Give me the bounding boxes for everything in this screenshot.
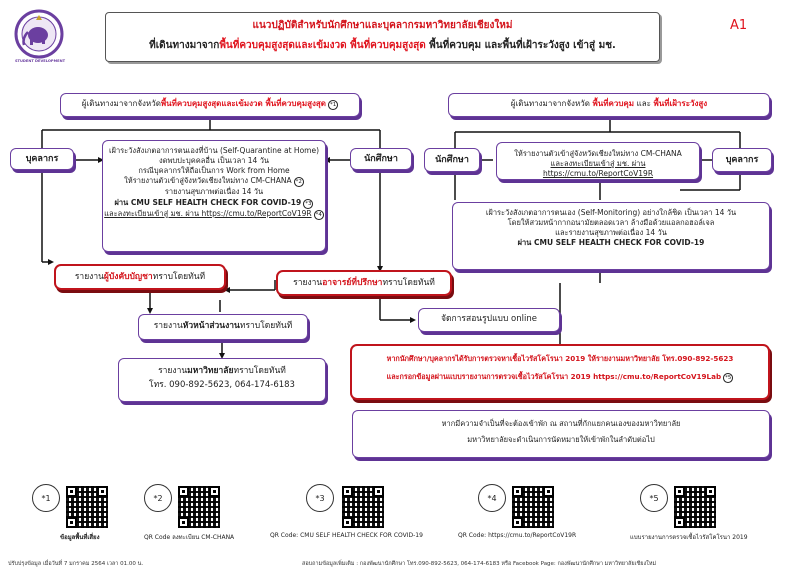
- self-monitoring-box: เฝ้าระวังสังเกตอาการตนเอง (Self-Monitori…: [452, 202, 770, 270]
- report-head-c: ทราบโดยทันที: [239, 321, 293, 331]
- report-advisor-box: รายงานอาจารย์ที่ปรึกษาทราบโดยทันที: [276, 270, 452, 296]
- alert-line-2: และกรอกข้อมูลผ่านแบบรายงานการตรวจเชื้อไว…: [352, 372, 768, 383]
- right-student-label: นักศึกษา: [424, 148, 480, 172]
- right-staff-label: บุคลากร: [712, 148, 772, 172]
- report-univ-c: ทราบโดยทันที: [233, 366, 286, 376]
- quarantine-line-4-text: ให้รายงานตัวเข้าสู่จังหวัดเชียงใหม่ทาง C…: [124, 176, 292, 186]
- page-title-line2-a: ที่เดินทางมาจาก: [149, 40, 220, 51]
- qr-4-label: QR Code: https://cmu.to/ReportCoV19R: [458, 532, 577, 539]
- quarantine-line-6: ผ่าน CMU SELF HEALTH CHECK FOR COVID-19*…: [103, 198, 325, 209]
- qr-code-report-cov19r[interactable]: [512, 486, 554, 528]
- report-university-line: รายงานมหาวิทยาลัยทราบโดยทันที: [119, 366, 325, 377]
- report-supervisor-c: ทราบโดยทันที: [152, 272, 206, 282]
- logo-text: STUDENT DEVELOPMENT: [14, 59, 66, 63]
- page-title-line2-b: พื้นที่ควบคุมสูงสุดและเข้มงวด พื้นที่ควบ…: [219, 40, 426, 51]
- right-register-line-2[interactable]: และลงทะเบียนเข้าสู่ มช. ผ่าน https://cmu…: [542, 159, 654, 179]
- left-origin-b: พื้นที่ควบคุมสูงสุดและเข้มงวด พื้นที่ควบ…: [160, 99, 326, 108]
- qr-3-label: QR Code: CMU SELF HEALTH CHECK FOR COVID…: [270, 532, 423, 539]
- right-origin-box: ผู้เดินทางมาจากจังหวัด พื้นที่ควบคุม และ…: [448, 93, 770, 117]
- qr-2-label: QR Code ลงทะเบียน CM-CHANA: [144, 534, 235, 541]
- right-origin-b: พื้นที่ควบคุม: [592, 99, 635, 108]
- ref-4-marker: *4: [313, 209, 324, 220]
- qr-code-risk-areas[interactable]: [66, 486, 108, 528]
- left-student-label: นักศึกษา: [350, 148, 412, 170]
- report-advisor-b: อาจารย์ที่ปรึกษา: [322, 278, 383, 288]
- qr-1-marker: *1: [32, 484, 60, 512]
- qr-5-label: แบบรายงานการตรวจเชื้อไวรัสโคโรนา 2019: [630, 534, 748, 541]
- right-origin-a: ผู้เดินทางมาจากจังหวัด: [510, 99, 593, 108]
- alert-line-1: หากนักศึกษา/บุคลากรได้รับการตรวจหาเชื้อไ…: [386, 354, 734, 363]
- report-univ-b: มหาวิทยาลัย: [187, 366, 234, 376]
- right-register-box: ให้รายงานตัวเข้าสู่จังหวัดเชียงใหม่ทาง C…: [496, 142, 700, 180]
- monitor-line-2: โดยให้สวมหน้ากากอนามัยตลอดเวลา ล้างมือด้…: [507, 218, 715, 228]
- qr-5-marker: *5: [640, 484, 668, 512]
- monitor-line-1: เฝ้าระวังสังเกตอาการตนเอง (Self-Monitori…: [485, 208, 737, 217]
- report-university-box: รายงานมหาวิทยาลัยทราบโดยทันที โทร. 090-8…: [118, 358, 326, 402]
- qr-code-cm-chana[interactable]: [178, 486, 220, 528]
- right-register-line-1: ให้รายงานตัวเข้าสู่จังหวัดเชียงใหม่ทาง C…: [514, 149, 682, 158]
- self-quarantine-box: เฝ้าระวังสังเกตอาการตนเองที่บ้าน (Self-Q…: [102, 140, 326, 252]
- report-cov19r-link[interactable]: และลงทะเบียนเข้าสู่ มช. ผ่าน https://cmu…: [104, 208, 312, 218]
- quarantine-line-7[interactable]: และลงทะเบียนเข้าสู่ มช. ผ่าน https://cmu…: [103, 209, 325, 220]
- qr-3-marker: *3: [306, 484, 334, 512]
- report-univ-a: รายงาน: [158, 366, 188, 376]
- ref-3-marker: *3: [303, 198, 314, 209]
- page-title-line2-c: พื้นที่ควบคุม และพื้นที่เฝ้าระวังสูง เข้…: [425, 40, 616, 51]
- quarantine-line-2: งดพบปะบุคคลอื่น เป็นเวลา 14 วัน: [158, 156, 270, 166]
- qr-4-marker: *4: [478, 484, 506, 512]
- right-origin-d: พื้นที่เฝ้าระวังสูง: [653, 99, 708, 108]
- footer-updated: ปรับปรุงข้อมูล เมื่อวันที่ 7 มกราคม 2564…: [8, 561, 144, 567]
- report-advisor-c: ทราบโดยทันที: [382, 278, 435, 288]
- qr-code-health-check[interactable]: [342, 486, 384, 528]
- quarantine-line-6-text: ผ่าน CMU SELF HEALTH CHECK FOR COVID-19: [114, 197, 302, 207]
- report-advisor-a: รายงาน: [293, 278, 323, 288]
- stay-line-1: หากมีความจำเป็นที่จะต้องเข้าพัก ณ สถานที…: [441, 419, 681, 428]
- report-supervisor-box: รายงานผู้บังคับบัญชาทราบโดยทันที: [54, 264, 226, 290]
- ref-2-marker: *2: [293, 177, 304, 188]
- report-university-phone: โทร. 090-892-5623, 064-174-6183: [149, 380, 295, 391]
- quarantine-line-4: ให้รายงานตัวเข้าสู่จังหวัดเชียงใหม่ทาง C…: [103, 176, 325, 188]
- quarantine-line-5: รายงานสุขภาพต่อเนื่อง 14 วัน: [164, 187, 264, 197]
- report-head-a: รายงาน: [153, 321, 183, 331]
- left-staff-label: บุคลากร: [10, 148, 74, 170]
- page-title-line1: แนวปฏิบัติสำหรับนักศึกษาและบุคลากรมหาวิท…: [252, 20, 513, 31]
- report-supervisor-b: ผู้บังคับบัญชา: [103, 272, 153, 282]
- report-head-b: หัวหน้าส่วนงาน: [182, 321, 240, 331]
- ref-1-marker: *1: [327, 100, 339, 110]
- left-origin-a: ผู้เดินทางมาจากจังหวัด: [81, 99, 161, 108]
- report-supervisor-a: รายงาน: [74, 272, 104, 282]
- cmu-logo: STUDENT DEVELOPMENT: [8, 8, 70, 66]
- page-title-box: แนวปฏิบัติสำหรับนักศึกษาและบุคลากรมหาวิท…: [105, 12, 660, 62]
- right-origin-c: และ: [634, 99, 654, 108]
- stay-line-2: มหาวิทยาลัยจะดำเนินการนัดหมายให้เข้าพักใ…: [467, 435, 655, 445]
- page-title-line2: ที่เดินทางมาจากพื้นที่ควบคุมสูงสุดและเข้…: [106, 38, 659, 53]
- online-teaching-box: จัดการสอนรูปแบบ online: [418, 308, 560, 332]
- qr-2-marker: *2: [144, 484, 172, 512]
- left-origin-box: ผู้เดินทางมาจากจังหวัดพื้นที่ควบคุมสูงสุ…: [60, 93, 360, 117]
- page-code: A1: [730, 18, 748, 33]
- alert-line-2-text[interactable]: และกรอกข้อมูลผ่านแบบรายงานการตรวจเชื้อไว…: [386, 371, 722, 381]
- monitor-line-3: และรายงานสุขภาพต่อเนื่อง 14 วัน: [555, 228, 667, 238]
- quarantine-line-1: เฝ้าระวังสังเกตอาการตนเองที่บ้าน (Self-Q…: [108, 146, 320, 155]
- quarantine-line-3: กรณีบุคลากรให้ถือเป็นการ Work from Home: [138, 166, 290, 176]
- footer-contact: สอบถามข้อมูลเพิ่มเติม : กองพัฒนานักศึกษา…: [302, 561, 657, 567]
- university-stay-box: หากมีความจำเป็นที่จะต้องเข้าพัก ณ สถานที…: [352, 410, 770, 458]
- monitor-line-4: ผ่าน CMU SELF HEALTH CHECK FOR COVID-19: [517, 238, 705, 248]
- qr-1-label: ข้อมูลพื้นที่เสี่ยง: [60, 534, 100, 541]
- report-head-box: รายงานหัวหน้าส่วนงานทราบโดยทันที: [138, 314, 308, 340]
- qr-code-covid-lab-report[interactable]: [674, 486, 716, 528]
- elephant-seal-icon: [14, 9, 64, 59]
- covid-test-alert-box: หากนักศึกษา/บุคลากรได้รับการตรวจหาเชื้อไ…: [350, 344, 770, 400]
- ref-5-marker: *5: [723, 372, 734, 383]
